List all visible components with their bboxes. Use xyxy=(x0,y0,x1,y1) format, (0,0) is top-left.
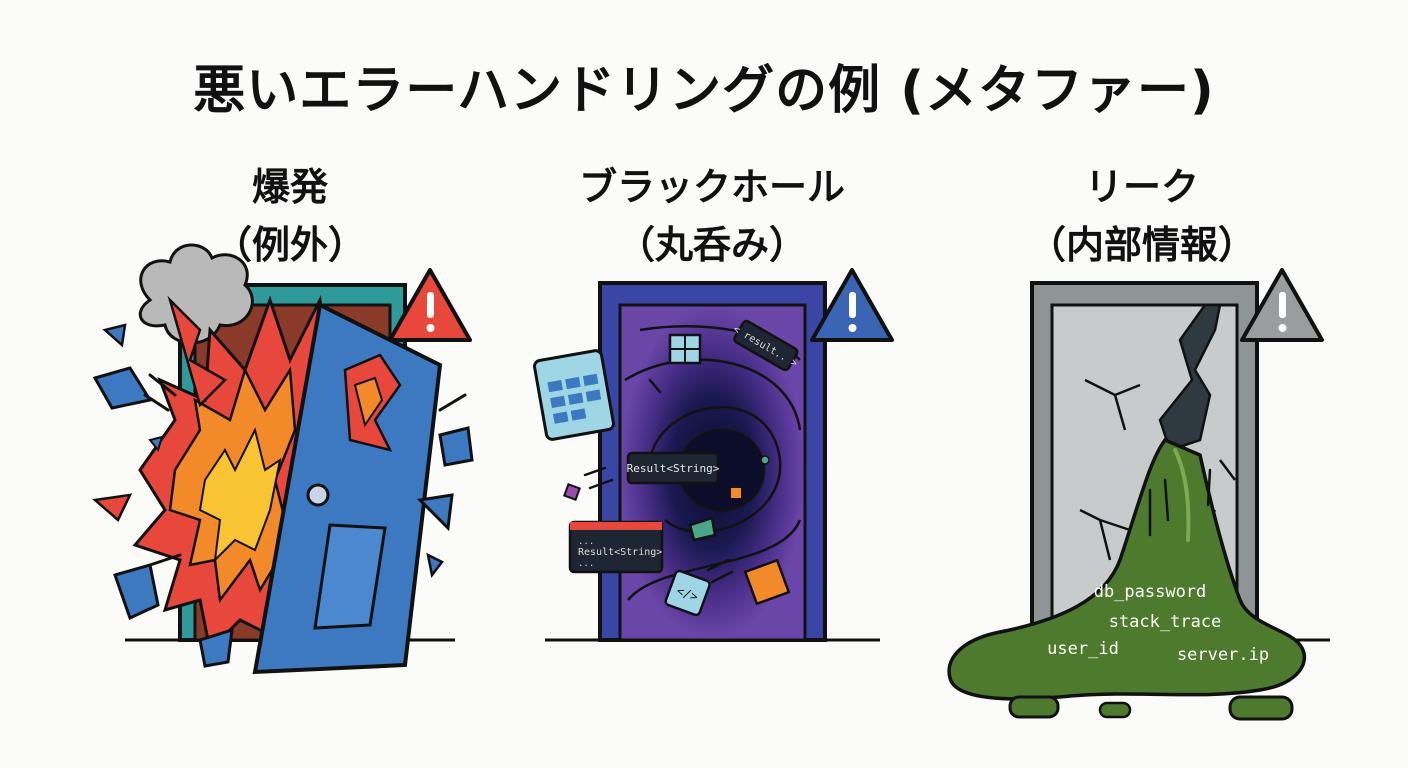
svg-text:Result<String>: Result<String> xyxy=(627,462,720,475)
debris-piece xyxy=(102,323,127,348)
floating-result-card: Result<String> xyxy=(627,451,720,485)
warning-icon xyxy=(388,268,472,342)
svg-text:...: ... xyxy=(578,537,594,547)
explosion-panel xyxy=(92,243,474,675)
warning-icon xyxy=(810,268,894,342)
svg-text:Result<String>: Result<String> xyxy=(578,547,662,558)
slime-puddle xyxy=(1228,695,1294,721)
floating-code-file-icon: </> xyxy=(664,569,711,617)
door-panel xyxy=(313,523,387,630)
debris-piece xyxy=(92,366,153,410)
panel-sublabel: （内部情報） xyxy=(1027,223,1256,267)
floating-dot xyxy=(760,455,770,465)
floating-window-icon xyxy=(533,349,615,441)
panel-heading-explosion: 爆発 （例外） xyxy=(110,158,470,274)
floating-cube-small xyxy=(563,483,581,501)
debris-piece xyxy=(438,426,474,467)
slime-puddle xyxy=(1008,695,1060,719)
blown-door xyxy=(252,302,443,675)
debris-piece xyxy=(426,552,444,578)
slime-puddle xyxy=(1098,701,1132,719)
door-crack xyxy=(1158,303,1222,452)
door-burn-inner xyxy=(353,376,384,428)
warning-icon xyxy=(1240,268,1324,342)
panel-label: リーク xyxy=(1084,165,1199,209)
debris-piece xyxy=(416,493,454,532)
motion-lines xyxy=(583,378,734,584)
floating-shard xyxy=(688,516,717,542)
page-title: 悪いエラーハンドリングの例 (メタファー) xyxy=(193,61,1215,121)
debris-piece xyxy=(113,563,160,621)
panel-heading-blackhole: ブラックホール （丸呑み） xyxy=(532,158,892,274)
leaking-slime xyxy=(947,437,1307,701)
door-knob xyxy=(306,483,330,507)
floating-terminal-card: ... Result<String> ... xyxy=(568,520,664,574)
flame-streak xyxy=(167,295,228,408)
floating-cube-small xyxy=(729,486,743,500)
blackhole-panel: < result.. > Result<String> ... Result<S… xyxy=(533,268,894,642)
leaked-item-text: db_password xyxy=(1094,582,1207,602)
leaked-item-text: user_id xyxy=(1047,639,1119,659)
motion-lines xyxy=(143,373,467,567)
debris-piece xyxy=(198,627,234,668)
smoke-cloud xyxy=(138,243,254,345)
leaked-item-text: server.ip xyxy=(1177,645,1269,665)
debris-piece xyxy=(148,435,164,453)
panel-label: 爆発 xyxy=(251,165,328,209)
leak-panel: db_password stack_trace user_id server.i… xyxy=(947,268,1330,721)
fire-spark xyxy=(92,493,133,523)
leaked-item-text: stack_trace xyxy=(1109,612,1222,632)
panel-heading-leak: リーク （内部情報） xyxy=(962,158,1322,274)
explosion-flame-core xyxy=(198,427,282,563)
svg-text:...: ... xyxy=(578,559,594,569)
crack-lines xyxy=(1079,378,1236,561)
panel-label: ブラックホール xyxy=(578,165,845,209)
panel-sublabel: （丸呑み） xyxy=(616,223,807,267)
floating-cube-icon xyxy=(743,558,791,606)
svg-text:</>: </> xyxy=(675,584,700,605)
